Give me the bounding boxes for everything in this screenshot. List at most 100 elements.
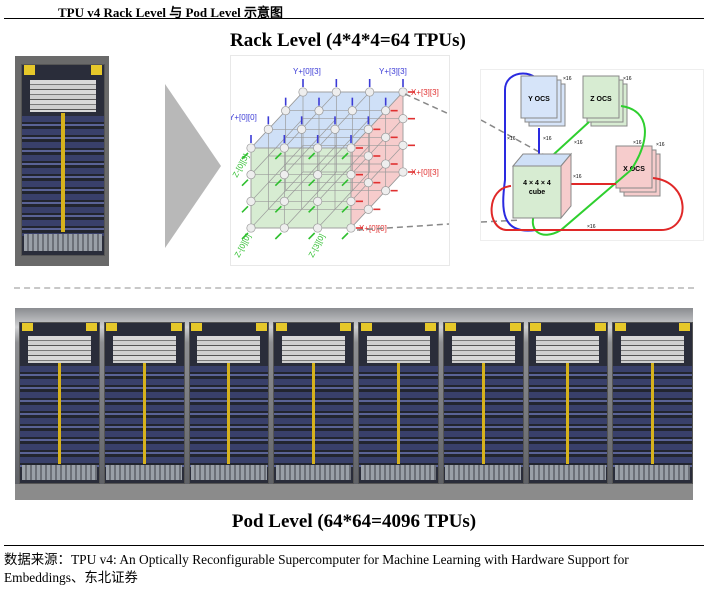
ocs-svg: Y OCS Z OCS X OCS 4 × 4 × 4 cube ×16 [480, 72, 684, 236]
mult-z-ocs: ×16 [623, 76, 632, 82]
tpu-node [330, 124, 340, 134]
pod-photo [15, 308, 693, 500]
tpu-node [346, 223, 356, 233]
label-x-mid: X+[0][3] [411, 168, 439, 177]
tpu-node [398, 114, 408, 124]
tpu-node [381, 159, 391, 169]
tpu-node [246, 223, 256, 233]
svg-text:4 × 4 × 4: 4 × 4 × 4 [523, 180, 551, 187]
tpu-node [314, 106, 324, 116]
mult-blue-mid: ×16 [543, 136, 552, 142]
pod-rack [103, 322, 185, 484]
pod-rack [358, 322, 439, 484]
tpu-node [279, 196, 289, 206]
z-link-stub [341, 205, 349, 213]
z-ocs-box: Z OCS [582, 75, 628, 127]
mult-green-right: ×16 [633, 140, 642, 146]
tpu-node [346, 170, 356, 180]
rack [21, 64, 105, 256]
tpu-node [279, 223, 289, 233]
cube-4x4x4: 4 × 4 × 4 cube [511, 152, 573, 220]
tpu-node [246, 196, 256, 206]
tpu-node [398, 140, 408, 150]
mult-y-ocs: ×16 [563, 76, 572, 82]
tpu-node [381, 132, 391, 142]
mult-x-ocs: ×16 [656, 142, 665, 148]
z-link-stub [241, 205, 249, 213]
section-divider [14, 287, 694, 289]
label-z-bottom: Z-[3][0] [307, 232, 327, 259]
pod-rack [273, 322, 354, 484]
z-link-stub [274, 232, 282, 240]
cube-svg: Y+[0][3] Y+[3][3] Y+[0][0] X+[3][3] X+[0… [229, 67, 450, 259]
label-y-left: Y+[0][0] [231, 113, 257, 122]
tpu-node [281, 106, 291, 116]
tpu-node [313, 143, 323, 153]
pod-rack [19, 322, 100, 484]
tpu-node [346, 143, 356, 153]
svg-text:X OCS: X OCS [623, 166, 645, 173]
tpu-node [313, 223, 323, 233]
pod-rack [612, 322, 693, 484]
tpu-node [313, 170, 323, 180]
tpu-node [381, 106, 391, 116]
arrow-right-icon [165, 84, 221, 248]
title-rule [4, 18, 704, 19]
x-ocs-box: X OCS [615, 145, 661, 197]
y-ocs-box: Y OCS [520, 75, 566, 127]
tpu-node [331, 87, 341, 97]
svg-text:cube: cube [529, 189, 545, 196]
z-link-stub [308, 232, 316, 240]
tpu-node [363, 124, 373, 134]
z-link-stub [274, 205, 282, 213]
tpu-node [365, 87, 375, 97]
pod-rack [442, 322, 524, 484]
pod-level-title: Pod Level (64*64=4096 TPUs) [231, 511, 477, 532]
z-link-stub [308, 152, 316, 160]
figure-title: TPU v4 Rack Level 与 Pod Level 示意图 [58, 5, 283, 20]
ocs-diagram: Y OCS Z OCS X OCS 4 × 4 × 4 cube ×16 [480, 69, 704, 241]
tpu-node [313, 196, 323, 206]
tpu-node [246, 170, 256, 180]
dashed-connector-bottom [356, 223, 450, 231]
tpu-node [347, 106, 357, 116]
label-z-left-lower: Z-[0][0] [233, 232, 253, 259]
mult-blue-left: ×16 [507, 136, 516, 142]
tpu-node [246, 143, 256, 153]
z-link-stub [308, 179, 316, 187]
svg-text:Z OCS: Z OCS [590, 96, 612, 103]
pod-rack [527, 322, 609, 484]
tpu-node [279, 170, 289, 180]
rack-level-title: Rack Level (4*4*4=64 TPUs) [230, 30, 466, 51]
tpu-node [381, 186, 391, 196]
z-link-stub [274, 152, 282, 160]
rack-photo [15, 56, 109, 266]
tpu-node [363, 151, 373, 161]
label-y-top-left: Y+[0][3] [293, 67, 321, 76]
tpu-node [398, 167, 408, 177]
z-link-stub [274, 179, 282, 187]
tpu-node [363, 204, 373, 214]
source-note: 数据来源：TPU v4: An Optically Reconfigurable… [4, 552, 629, 585]
svg-text:Y OCS: Y OCS [528, 96, 550, 103]
z-link-stub [341, 179, 349, 187]
mult-red-mid: ×16 [573, 174, 582, 180]
label-y-top-right: Y+[3][3] [379, 67, 407, 76]
mult-red-bottom: ×16 [587, 224, 596, 230]
mult-green-cube: ×16 [574, 140, 583, 146]
label-x-top: X+[3][3] [411, 88, 439, 97]
source-rule [4, 545, 704, 546]
pod-rack [188, 322, 270, 484]
y-link-loop [502, 72, 542, 232]
z-link-stub [341, 152, 349, 160]
z-link-stub [241, 232, 249, 240]
z-link-stub [341, 232, 349, 240]
tpu-node [263, 124, 273, 134]
tpu-node [346, 196, 356, 206]
tpu-node [363, 178, 373, 188]
torus-cube-diagram: Y+[0][3] Y+[3][3] Y+[0][0] X+[3][3] X+[0… [229, 55, 450, 266]
z-link-stub [241, 179, 249, 187]
tpu-node [279, 143, 289, 153]
z-link-stub [241, 152, 249, 160]
tpu-node [297, 124, 307, 134]
